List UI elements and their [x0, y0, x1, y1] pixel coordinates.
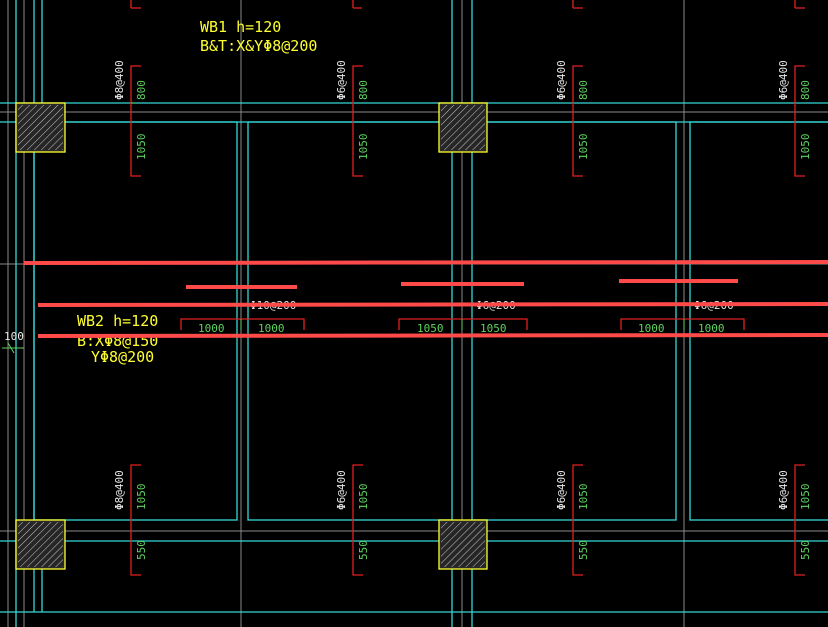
support-bar-line[interactable] [352, 65, 363, 177]
highlight-line [23, 260, 828, 265]
wb2-title[interactable]: WB2 h=120 [77, 312, 158, 330]
bar-dim-label: 1050 [799, 484, 812, 511]
left-dim-label: 100 [4, 330, 24, 343]
highlight-strokes [23, 260, 828, 338]
support-bar-line[interactable] [130, 65, 141, 177]
bar-dim-label: 1000 [258, 322, 285, 335]
bar-dim-label: 800 [577, 80, 590, 100]
support-bar-line[interactable] [620, 318, 745, 330]
bar-dim-label: 550 [357, 540, 370, 560]
bar-dim-label: 1050 [135, 484, 148, 511]
columns [15, 102, 488, 570]
slab-panels [33, 121, 828, 521]
wb2-rebar-y[interactable]: YΦ8@200 [91, 348, 154, 366]
support-bar-line[interactable] [180, 318, 305, 330]
bar-dim-label: 1050 [577, 134, 590, 161]
support-bar-line[interactable] [572, 464, 583, 576]
bar-spec-label: Φ6@400 [555, 470, 568, 510]
top-support-bars: Φ8@400 800 1050 Φ6@400 800 1050 Φ6@400 8… [113, 60, 812, 177]
bar-dim-label: 1000 [198, 322, 225, 335]
bar-dim-label: 1050 [357, 484, 370, 511]
bar-spec-label: Φ6@400 [777, 470, 790, 510]
slab-panel[interactable] [471, 121, 677, 521]
support-bar-line[interactable] [572, 65, 583, 177]
bar-dim-label: 800 [357, 80, 370, 100]
bar-dim-label: 550 [799, 540, 812, 560]
wb1-rebar[interactable]: B&T:X&YΦ8@200 [200, 37, 317, 55]
slab-panel[interactable] [689, 121, 828, 521]
bar-dim-label: 1000 [698, 322, 725, 335]
support-bar-line[interactable] [352, 464, 363, 576]
bar-dim-label: 1050 [417, 322, 444, 335]
bar-spec-label: Φ8@400 [113, 60, 126, 100]
edge-ticks [130, 0, 805, 9]
left-dimension: 100 [2, 330, 24, 354]
bottom-support-bars: Φ8@400 1050 550 Φ6@400 1050 550 Φ6@400 1… [113, 464, 812, 576]
highlight-line [37, 302, 828, 307]
slab-panel[interactable] [247, 121, 453, 521]
bar-dim-label: 1050 [357, 134, 370, 161]
support-bar-line[interactable] [398, 318, 528, 330]
bar-spec-label: Φ6@400 [335, 470, 348, 510]
bar-dim-label: 800 [799, 80, 812, 100]
bar-spec-label: Φ6@400 [335, 60, 348, 100]
bar-dim-label: 1050 [577, 484, 590, 511]
bar-dim-label: 1050 [480, 322, 507, 335]
bar-dim-label: 1050 [135, 134, 148, 161]
wb1-title[interactable]: WB1 h=120 [200, 18, 281, 36]
bar-spec-label: Φ8@400 [113, 470, 126, 510]
highlight-line [37, 333, 828, 338]
bar-dim-label: 800 [135, 80, 148, 100]
support-bar-line[interactable] [130, 464, 141, 576]
bar-dim-label: 550 [577, 540, 590, 560]
bar-spec-label: Φ6@400 [777, 60, 790, 100]
support-bar-line[interactable] [794, 464, 805, 576]
bar-spec-label: Φ6@400 [555, 60, 568, 100]
bar-dim-label: 1000 [638, 322, 665, 335]
support-bar-line[interactable] [794, 65, 805, 177]
slab-panel[interactable] [33, 121, 238, 521]
bar-dim-label: 550 [135, 540, 148, 560]
bar-dim-label: 1050 [799, 134, 812, 161]
